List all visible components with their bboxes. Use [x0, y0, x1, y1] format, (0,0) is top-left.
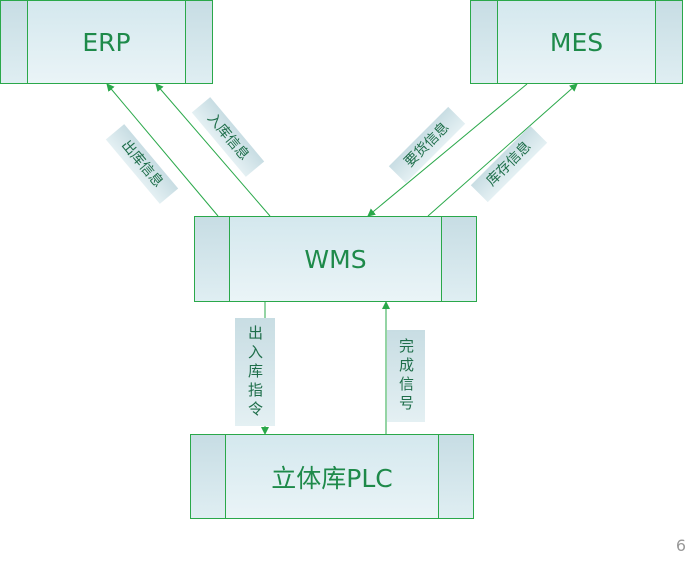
node-erp: ERP [0, 0, 213, 84]
label-io-command: 出入库指令 [235, 318, 275, 426]
label-done-signal: 完成信号 [387, 330, 425, 422]
page-number: 6 [675, 536, 686, 555]
arrow-wms-to-erp-outbound [106, 83, 219, 217]
node-plc: 立体库PLC [190, 434, 474, 519]
node-mes-label: MES [549, 27, 604, 57]
node-wms-label: WMS [304, 244, 367, 274]
node-wms: WMS [194, 216, 477, 302]
arrow-mes-to-wms-request [367, 83, 528, 217]
node-mes: MES [470, 0, 683, 84]
node-plc-label: 立体库PLC [271, 463, 393, 493]
arrow-wms-to-mes-stock [427, 83, 578, 217]
arrow-wms-to-erp-inbound [155, 83, 271, 217]
node-erp-label: ERP [82, 27, 131, 57]
